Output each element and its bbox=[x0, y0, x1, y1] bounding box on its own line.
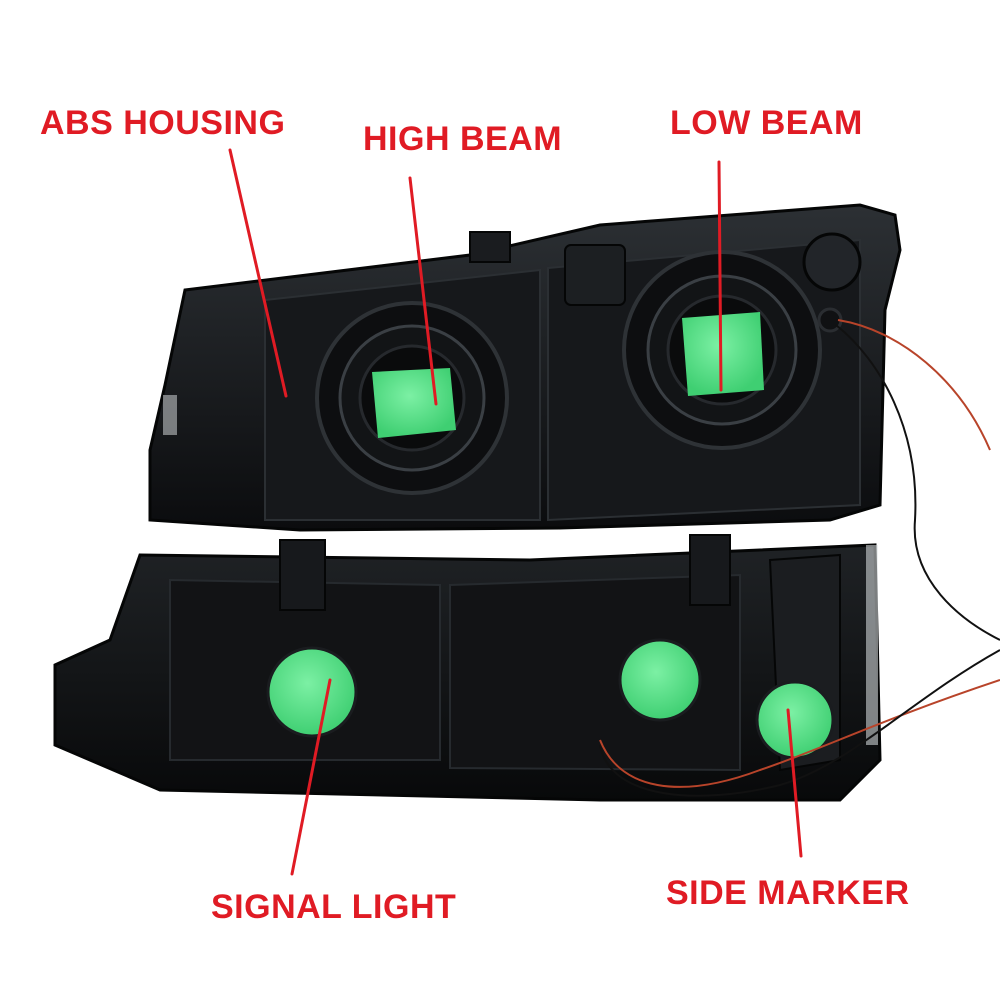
leader-side-marker bbox=[786, 708, 803, 858]
label-low-beam: LOW BEAM bbox=[670, 104, 863, 142]
leader-low-beam bbox=[717, 160, 723, 392]
label-signal-light: SIGNAL LIGHT bbox=[211, 888, 457, 926]
aux-bulb-highlight bbox=[618, 638, 702, 722]
high-beam-bulb-highlight bbox=[372, 368, 456, 438]
leader-abs-housing bbox=[228, 148, 288, 398]
signal-housing bbox=[53, 534, 882, 802]
leader-lines bbox=[228, 148, 803, 876]
leader-high-beam bbox=[408, 176, 438, 406]
signal-bulb-highlight bbox=[266, 646, 358, 738]
label-side-marker: SIDE MARKER bbox=[666, 874, 910, 912]
label-abs-housing: ABS HOUSING bbox=[40, 104, 286, 142]
leader-signal-light bbox=[290, 678, 332, 876]
label-high-beam: HIGH BEAM bbox=[363, 120, 563, 158]
high-beam-socket bbox=[315, 301, 509, 495]
wire-harness-icon bbox=[599, 319, 1000, 797]
low-beam-bulb-highlight bbox=[682, 312, 764, 396]
